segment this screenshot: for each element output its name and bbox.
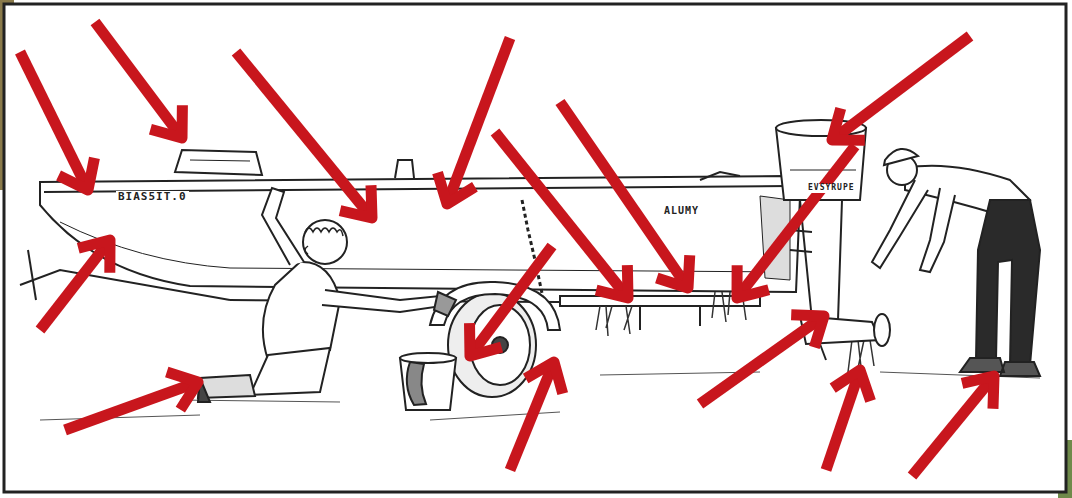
trousers [976, 200, 1040, 365]
head [303, 220, 347, 264]
red-arrows [20, 22, 994, 476]
motor-shaft [800, 200, 842, 320]
raised-arm [262, 188, 304, 265]
red-arrow [20, 52, 88, 190]
torso [263, 262, 340, 360]
hub [492, 337, 508, 353]
red-arrow [560, 102, 688, 288]
weed [596, 306, 632, 336]
sponge [434, 292, 456, 316]
propeller [874, 314, 890, 346]
cleat [700, 172, 740, 180]
red-arrow [737, 146, 855, 298]
bucket-body [400, 358, 456, 410]
red-arrow [95, 22, 182, 138]
cap [884, 149, 918, 165]
cowling-seam [790, 170, 856, 171]
red-arrow [826, 370, 860, 470]
bucket [400, 353, 456, 410]
red-arrow [832, 36, 970, 140]
bucket-rim [400, 353, 456, 363]
tyre [448, 293, 536, 397]
trailer-jack [28, 250, 36, 300]
red-arrow [40, 240, 110, 330]
red-arrow [510, 362, 554, 470]
boat-fitting [395, 160, 414, 178]
arm [872, 180, 928, 268]
kneeling-person [198, 188, 456, 402]
boat-hull [40, 176, 800, 292]
rag [407, 362, 426, 405]
hull-brand: ALUMY [662, 205, 701, 216]
thigh [250, 348, 330, 395]
red-arrow [470, 246, 552, 356]
shoe [198, 378, 210, 402]
reaching-arm [322, 290, 442, 312]
shoes [960, 358, 1040, 376]
motor-cowling [776, 128, 866, 200]
trailer-post [640, 306, 700, 330]
motor-brand: EVSYRUPE [806, 184, 857, 193]
red-arrow [447, 38, 510, 204]
windshield [175, 150, 262, 175]
picture-frame [4, 4, 1066, 492]
windshield-line [190, 160, 250, 161]
red-arrow [495, 132, 628, 298]
red-arrow [236, 52, 372, 218]
arm [920, 188, 955, 272]
hull-registration: BIAS5IT.0 [116, 191, 189, 203]
red-arrow [65, 382, 198, 430]
skeg [820, 344, 826, 360]
hull-chine [60, 222, 790, 272]
red-arrow [912, 376, 994, 476]
curly-hair [305, 228, 343, 254]
red-arrow [700, 316, 824, 404]
boat [40, 150, 800, 292]
outboard-motor [776, 120, 890, 360]
standing-man [872, 149, 1040, 376]
